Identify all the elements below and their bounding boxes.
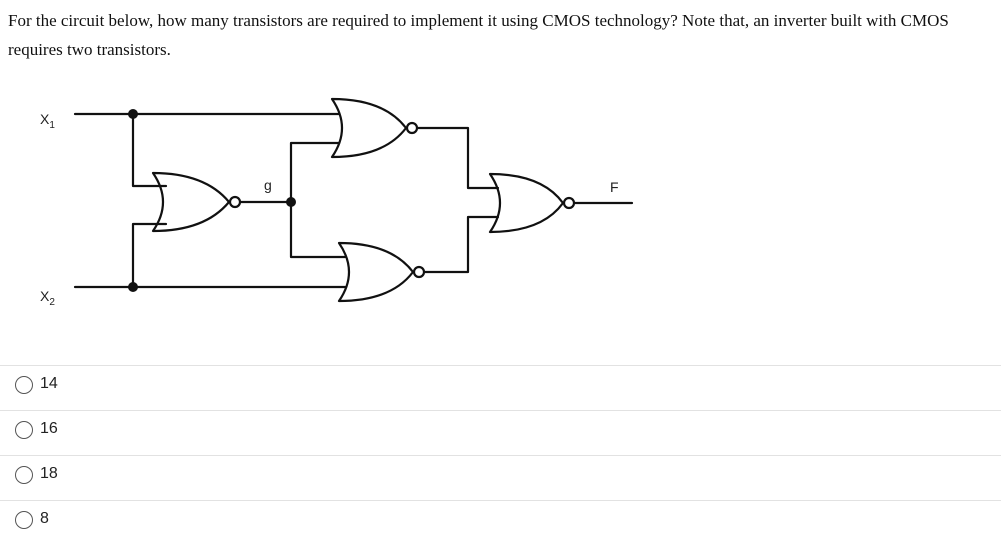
junction-x1 [128,109,138,119]
nor-gate-3-bubble [412,265,426,279]
label-x1: X1 [40,111,55,131]
radio-button-1[interactable] [15,376,33,394]
option-2[interactable]: 16 [0,410,1001,455]
option-label-4: 8 [40,510,49,527]
radio-button-2[interactable] [15,421,33,439]
label-x2: X2 [40,288,55,308]
nor-gate-1-bubble [228,195,242,209]
label-g: g [264,177,272,193]
label-f: F [610,179,619,195]
radio-button-3[interactable] [15,466,33,484]
junction-g [286,197,296,207]
option-1[interactable]: 14 [0,365,1001,410]
wire-x1-to-gate1 [131,112,168,188]
option-label-3: 18 [40,465,58,482]
nor-gate-4 [488,172,565,234]
option-label-1: 14 [40,375,58,392]
wire-g-to-gate3 [289,200,347,259]
question-text: For the circuit below, how many transist… [8,11,949,59]
nor-gate-2 [330,97,408,159]
nor-gate-1 [151,171,231,233]
nor-gate-2-bubble [405,121,419,135]
nor-gate-3 [337,241,415,303]
wire-gate3-to-gate4 [423,215,500,274]
junction-x2 [128,282,138,292]
wire-g-to-gate2 [289,141,341,204]
circuit-diagram: X1 X2 g F [40,97,634,308]
option-3[interactable]: 18 [0,455,1001,500]
wire-gate2-to-gate4 [416,126,500,190]
answer-options: 14 16 18 8 [0,365,1001,545]
radio-button-4[interactable] [15,511,33,529]
option-label-2: 16 [40,420,58,437]
nor-gate-4-bubble [562,196,576,210]
option-4[interactable]: 8 [0,500,1001,545]
wire-x2-to-gate1 [131,222,168,289]
